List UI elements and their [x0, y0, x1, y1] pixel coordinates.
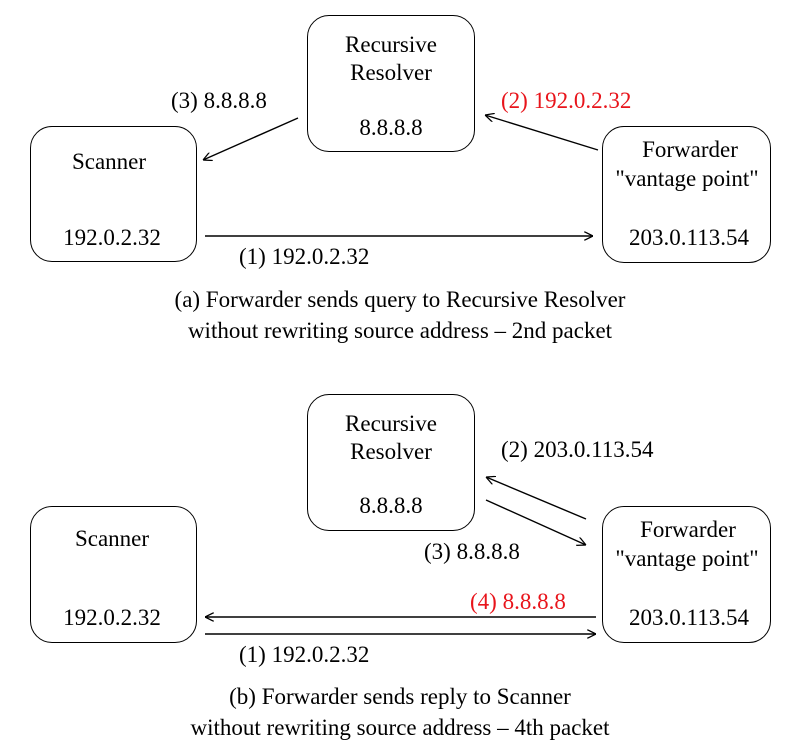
forwarder-node: [602, 126, 771, 263]
forwarder-sublabel: "vantage point": [615, 166, 759, 191]
edge-label-step4: (4) 8.8.8.8: [470, 589, 566, 614]
edge-label-step2: (2) 192.0.2.32: [501, 88, 632, 113]
scanner-node: [30, 506, 197, 643]
forwarder-ip: 203.0.113.54: [629, 605, 749, 630]
forwarder-ip: 203.0.113.54: [629, 225, 749, 250]
caption-a-line1: (a) Forwarder sends query to Recursive R…: [174, 287, 626, 312]
resolver-node: [307, 394, 475, 531]
forwarder-label: Forwarder: [642, 137, 738, 162]
scanner-label: Scanner: [74, 526, 150, 551]
resolver-label: Resolver: [350, 439, 432, 464]
resolver-ip: 8.8.8.8: [359, 115, 423, 140]
resolver-label: Resolver: [350, 60, 432, 85]
caption-a-line2: without rewriting source address – 2nd p…: [187, 318, 613, 343]
scanner-node: [30, 126, 197, 262]
resolver-ip: 8.8.8.8: [359, 493, 423, 518]
arrow-b-step2: [486, 477, 587, 520]
resolver-label: Recursive: [345, 411, 437, 436]
scanner-ip: 192.0.2.32: [63, 225, 161, 250]
scanner-ip: 192.0.2.32: [63, 605, 161, 630]
resolver-node: [307, 15, 475, 152]
caption-b-line1: (b) Forwarder sends reply to Scanner: [229, 684, 571, 709]
edge-label-step1: (1) 192.0.2.32: [239, 244, 370, 269]
arrow-a-step2: [485, 115, 599, 151]
forwarder-label: Forwarder: [640, 517, 736, 542]
resolver-label: Recursive: [345, 32, 437, 57]
edge-label-step3: (3) 8.8.8.8: [424, 539, 520, 564]
scanner-label: Scanner: [71, 149, 147, 174]
arrow-a-step3: [203, 117, 299, 160]
arrow-b-step3: [485, 499, 586, 545]
forwarder-node: [602, 506, 771, 643]
caption-b-line2: without rewriting source address – 4th p…: [190, 715, 610, 740]
forwarder-sublabel: "vantage point": [615, 546, 759, 571]
edge-label-step1: (1) 192.0.2.32: [239, 642, 370, 667]
edge-label-step3: (3) 8.8.8.8: [171, 88, 267, 113]
edge-label-step2: (2) 203.0.113.54: [501, 437, 654, 462]
